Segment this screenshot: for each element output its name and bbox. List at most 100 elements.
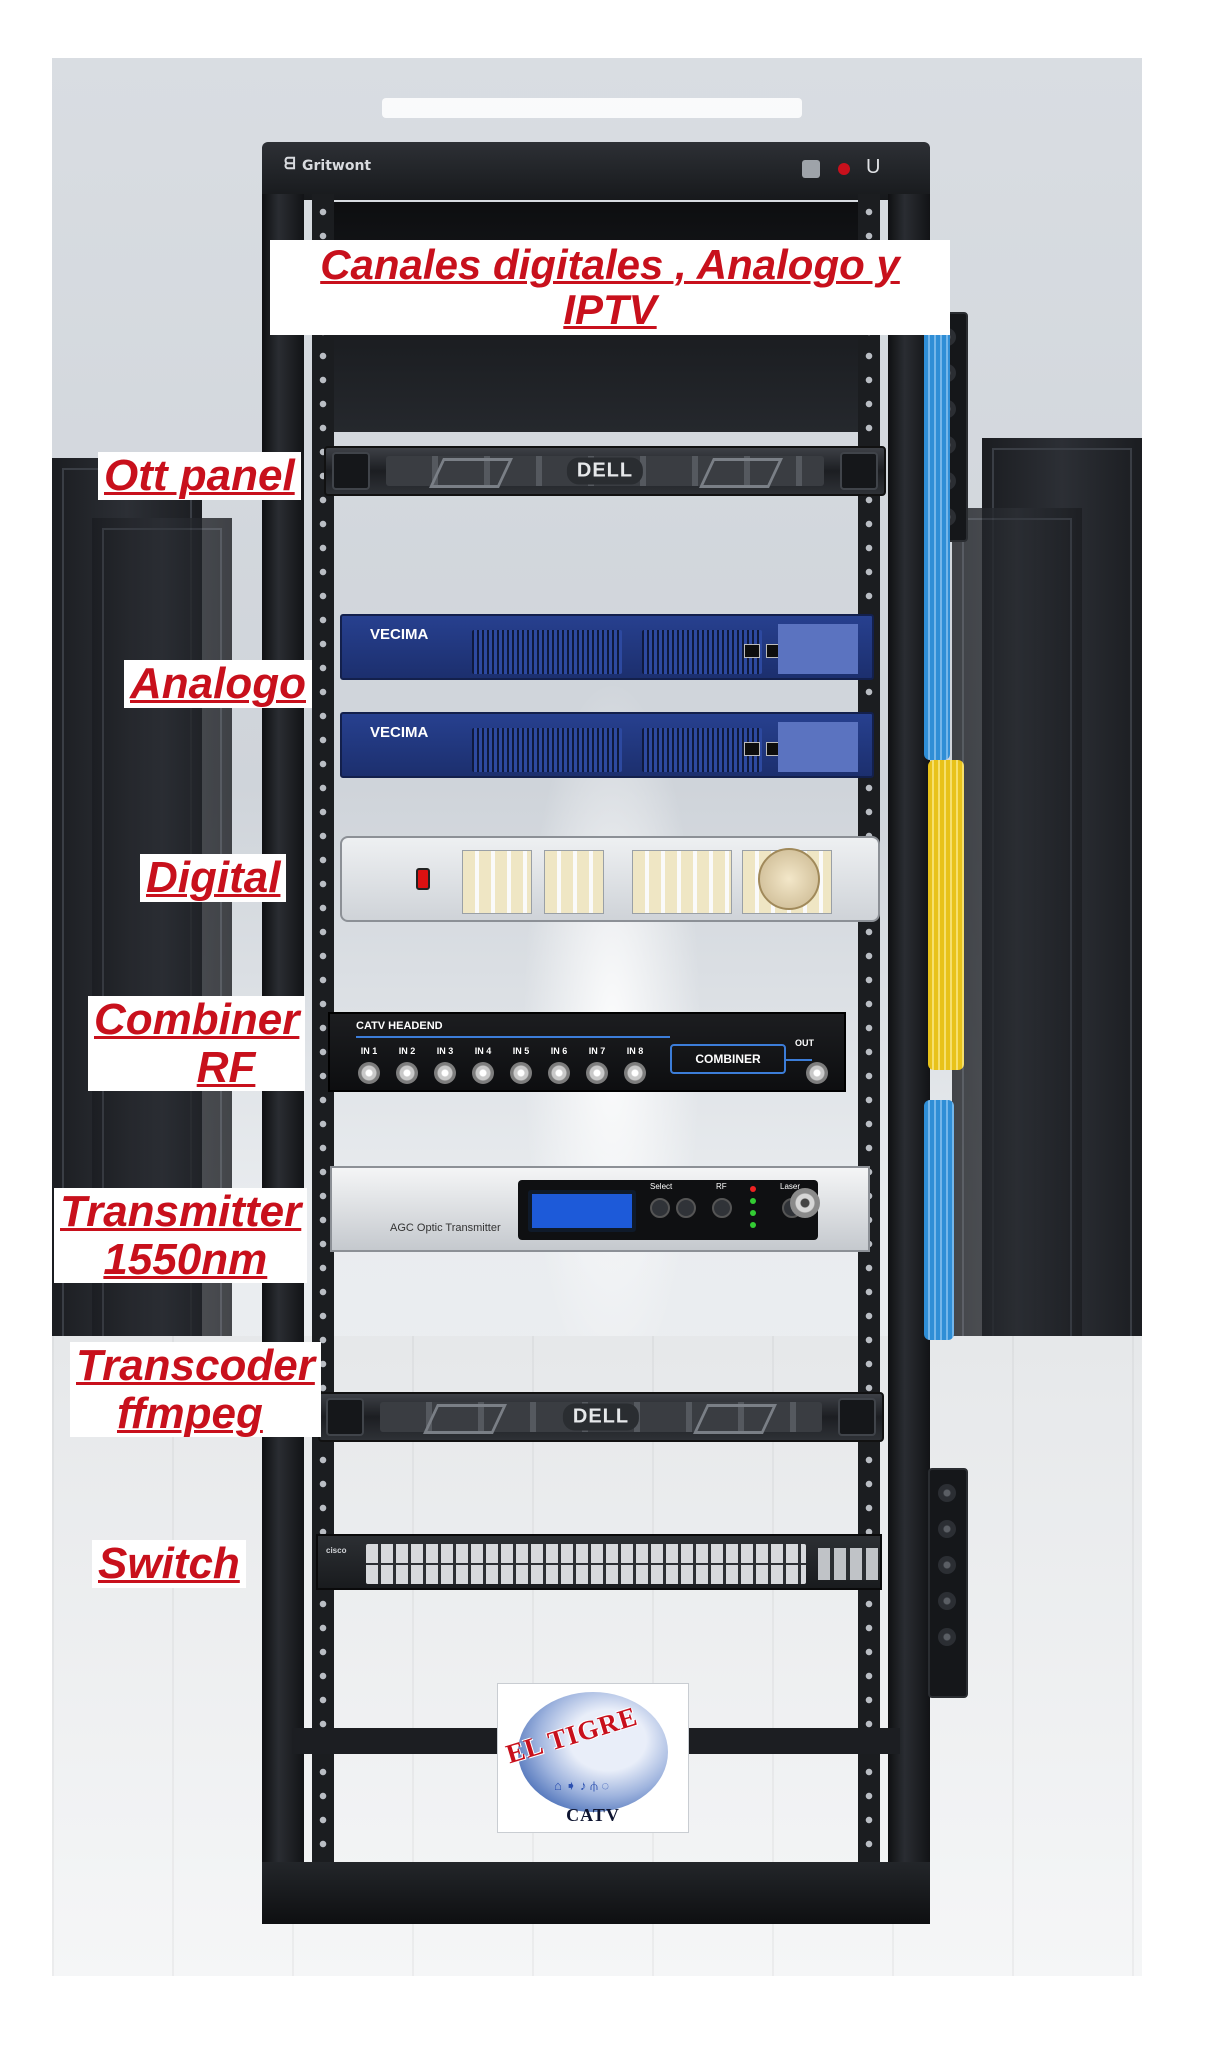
combiner-input-label: IN 6 bbox=[550, 1046, 568, 1056]
u-marker-icon: U bbox=[866, 156, 881, 178]
coax-jack-icon bbox=[586, 1062, 608, 1084]
coax-jack-icon bbox=[434, 1062, 456, 1084]
combiner-input-label: IN 1 bbox=[360, 1046, 378, 1056]
coax-jack-icon bbox=[548, 1062, 570, 1084]
led-icon bbox=[750, 1222, 756, 1228]
vecima-analog-modulator-1: VECIMA bbox=[340, 614, 874, 680]
outlet-icon bbox=[938, 1556, 956, 1574]
logo-service-icons: ⌂ ➧ ♪ ⫛ ◌ bbox=[554, 1778, 610, 1793]
blue-cable-bundle bbox=[924, 290, 950, 760]
page-title: Canales digitales , Analogo y IPTV bbox=[270, 240, 950, 335]
rack-base bbox=[262, 1862, 930, 1924]
switch-ports bbox=[366, 1544, 806, 1584]
tigre-seal-icon bbox=[758, 848, 820, 910]
server-handle bbox=[838, 1398, 876, 1436]
bezel-x-icon bbox=[699, 458, 783, 488]
lcd-display bbox=[528, 1190, 636, 1232]
dell-logo: DELL bbox=[562, 1403, 640, 1431]
rack-logo-icon: ᗺ bbox=[284, 156, 296, 173]
vecima-analog-modulator-2: VECIMA bbox=[340, 712, 874, 778]
combiner-box-label: COMBINER bbox=[670, 1044, 786, 1074]
select-label: Select bbox=[650, 1182, 673, 1191]
page-title-line2: IPTV bbox=[563, 286, 657, 334]
combiner-input-label: IN 4 bbox=[474, 1046, 492, 1056]
blue-cable-bundle bbox=[924, 1100, 954, 1340]
network-switch: cisco bbox=[316, 1534, 882, 1590]
server-handle bbox=[332, 452, 370, 490]
coax-jack-icon bbox=[358, 1062, 380, 1084]
vent-grille bbox=[642, 630, 762, 674]
transmitter-model-label: AGC Optic Transmitter bbox=[390, 1222, 501, 1234]
bezel-x-icon bbox=[693, 1404, 777, 1434]
vecima-logo: VECIMA bbox=[370, 626, 429, 643]
server-cabinet bbox=[952, 508, 1082, 1388]
label-transmitter-line1: Transmitter bbox=[60, 1187, 302, 1236]
rf-test-jack-icon bbox=[790, 1188, 820, 1218]
coax-jack-icon bbox=[472, 1062, 494, 1084]
dell-logo: DELL bbox=[566, 457, 644, 485]
label-transmitter-line2: 1550nm bbox=[103, 1234, 268, 1284]
el-tigre-catv-logo: EL TIGRE ⌂ ➧ ♪ ⫛ ◌ CATV bbox=[497, 1683, 689, 1833]
optical-transmitter-1550nm: AGC Optic Transmitter Select RF Laser bbox=[330, 1166, 870, 1252]
coax-out-jack-icon bbox=[806, 1062, 828, 1084]
connector-block bbox=[544, 850, 604, 914]
label-digital: Digital bbox=[140, 854, 287, 902]
status-panel bbox=[778, 722, 858, 772]
uplink-ports bbox=[818, 1548, 878, 1580]
bezel-x-icon bbox=[423, 1404, 507, 1434]
combiner-title: CATV HEADEND bbox=[356, 1020, 443, 1032]
status-panel bbox=[778, 624, 858, 674]
label-transcoder: Transcoder ffmpeg bbox=[70, 1341, 321, 1438]
circuit-line bbox=[786, 1059, 812, 1061]
outlet-icon bbox=[938, 1484, 956, 1502]
dell-server-transcoder: DELL bbox=[318, 1392, 884, 1442]
rack-panel-icon bbox=[802, 160, 820, 178]
label-analogo: Analogo bbox=[124, 660, 312, 708]
outlet-icon bbox=[938, 1520, 956, 1538]
power-led-icon bbox=[838, 163, 850, 175]
combiner-input-label: IN 2 bbox=[398, 1046, 416, 1056]
label-combiner-line1: Combiner bbox=[94, 995, 300, 1044]
server-handle bbox=[326, 1398, 364, 1436]
rf-combiner: CATV HEADEND IN 1 IN 2 IN 3 IN 4 IN 5 IN… bbox=[328, 1012, 846, 1092]
select-up-button[interactable] bbox=[650, 1198, 670, 1218]
rf-label: RF bbox=[716, 1182, 727, 1191]
power-switch-icon bbox=[416, 868, 430, 890]
coax-jack-icon bbox=[510, 1062, 532, 1084]
logo-globe-icon bbox=[518, 1692, 668, 1812]
switch-brand: cisco bbox=[326, 1546, 347, 1555]
ethernet-port-icon bbox=[744, 644, 760, 658]
outlet-icon bbox=[938, 1628, 956, 1646]
led-icon bbox=[750, 1186, 756, 1192]
combiner-input-label: IN 5 bbox=[512, 1046, 530, 1056]
bezel-x-icon bbox=[429, 458, 513, 488]
select-down-button[interactable] bbox=[676, 1198, 696, 1218]
label-transcoder-line2: ffmpeg bbox=[116, 1388, 263, 1438]
connector-block bbox=[462, 850, 532, 914]
coax-jack-icon bbox=[396, 1062, 418, 1084]
rack-post-right bbox=[888, 194, 930, 1894]
logo-subtitle: CATV bbox=[566, 1805, 620, 1825]
label-ott-panel: Ott panel bbox=[98, 452, 301, 500]
dell-server-ott: DELL bbox=[324, 446, 886, 496]
pdu-strip-bottom bbox=[928, 1468, 968, 1698]
coax-jack-icon bbox=[624, 1062, 646, 1084]
ethernet-port-icon bbox=[744, 742, 760, 756]
rf-button[interactable] bbox=[712, 1198, 732, 1218]
connector-block bbox=[632, 850, 732, 914]
rail-left bbox=[312, 194, 334, 1874]
ceiling-light bbox=[382, 98, 802, 118]
rack-brand: Gritwont bbox=[302, 158, 372, 174]
combiner-out-label: OUT bbox=[795, 1038, 814, 1048]
combiner-input-label: IN 7 bbox=[588, 1046, 606, 1056]
label-combiner-line2: RF bbox=[196, 1042, 256, 1092]
vent-grille bbox=[642, 728, 762, 772]
label-combiner-rf: Combiner RF bbox=[88, 995, 306, 1092]
label-transcoder-line1: Transcoder bbox=[76, 1341, 315, 1390]
circuit-line bbox=[356, 1036, 670, 1038]
page-title-line1: Canales digitales , Analogo y bbox=[320, 241, 900, 288]
label-transmitter: Transmitter 1550nm bbox=[54, 1187, 308, 1284]
vecima-logo: VECIMA bbox=[370, 724, 429, 741]
combiner-input-label: IN 8 bbox=[626, 1046, 644, 1056]
led-icon bbox=[750, 1210, 756, 1216]
